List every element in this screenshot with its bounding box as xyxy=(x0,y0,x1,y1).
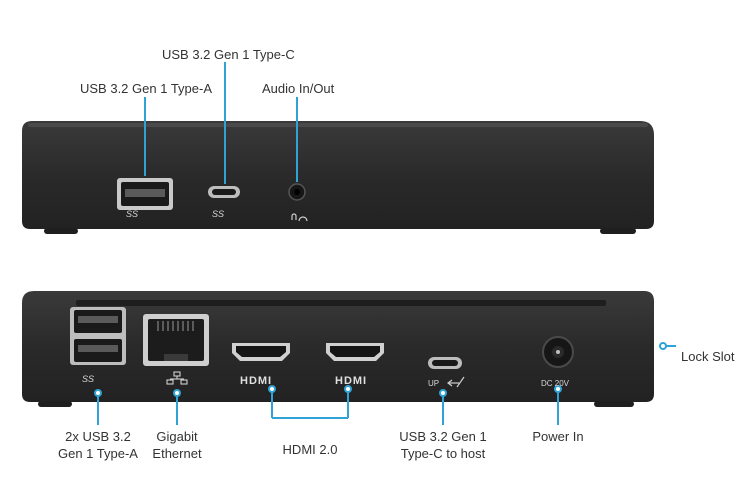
usb-c-ss-logo: SS xyxy=(212,209,225,219)
foot xyxy=(38,401,72,407)
label-hdmi: HDMI 2.0 xyxy=(282,442,338,457)
foot xyxy=(44,228,78,234)
usb-a-port xyxy=(117,178,173,210)
label-audio: Audio In/Out xyxy=(262,81,335,96)
host-arrow-icon xyxy=(447,376,465,388)
ethernet-port xyxy=(143,314,209,366)
label-usb-c-host: USB 3.2 Gen 1 Type-C to host xyxy=(399,429,487,461)
network-icon xyxy=(166,371,188,385)
hdmi-1-logo: HDMI xyxy=(240,375,273,387)
label-ethernet: Gigabit Ethernet xyxy=(152,429,202,461)
up-marking: UP xyxy=(428,379,440,388)
label-usb-c: USB 3.2 Gen 1 Type-C xyxy=(162,47,295,62)
hdmi-2-logo: HDMI xyxy=(335,375,368,387)
dc-power-jack xyxy=(542,336,574,368)
usb-a-ss-logo: SS xyxy=(126,209,139,219)
foot xyxy=(600,228,636,234)
label-usb-a-pair: 2x USB 3.2 Gen 1 Type-A xyxy=(58,429,138,461)
label-usb-a: USB 3.2 Gen 1 Type-A xyxy=(80,81,212,96)
usb-c-port xyxy=(208,186,240,198)
label-power: Power In xyxy=(532,429,584,444)
usb-a-stack xyxy=(70,307,126,365)
hdmi-port-1 xyxy=(232,343,290,361)
usb-stack-ss-logo: SS xyxy=(82,374,95,384)
headset-icon xyxy=(291,213,308,222)
label-lock-slot: Lock Slot xyxy=(681,349,735,364)
hdmi-port-2 xyxy=(326,343,384,361)
front-dock-body xyxy=(22,121,654,234)
usb-c-host-port xyxy=(428,357,462,369)
foot xyxy=(594,401,634,407)
dc-marking: DC 20V xyxy=(541,379,570,388)
audio-jack xyxy=(288,183,306,201)
